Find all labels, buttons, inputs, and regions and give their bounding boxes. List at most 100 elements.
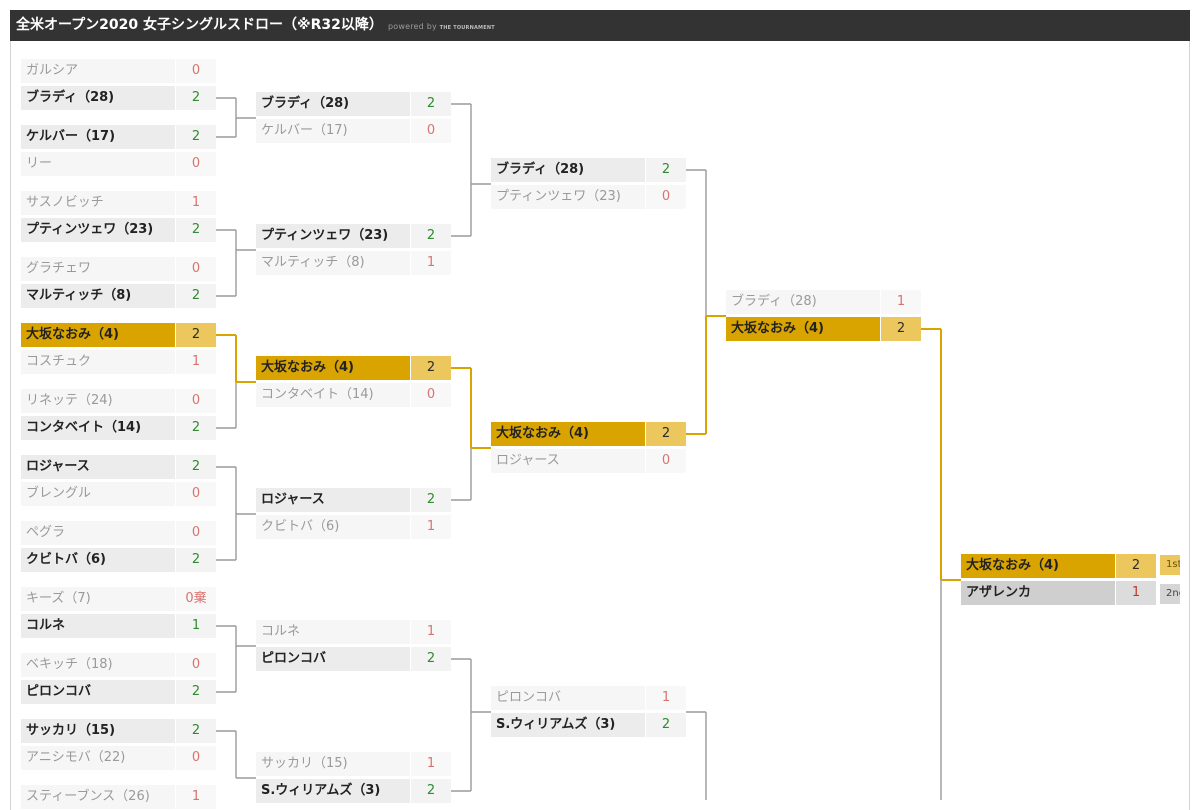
player-score: 2 xyxy=(176,416,216,440)
player-score: 2 xyxy=(176,86,216,110)
second-place-tag-label: 2nd xyxy=(1166,588,1180,599)
player-score: 0 xyxy=(176,746,216,770)
player-name: ピロンコバ xyxy=(256,647,410,671)
bracket-frame xyxy=(10,10,1190,810)
player-score: 2 xyxy=(176,680,216,704)
player-name: 大坂なおみ（4) xyxy=(961,554,1115,578)
player-name: ブラディ（28) xyxy=(491,158,645,182)
player-name: プティンツェワ（23) xyxy=(491,185,645,209)
player-score: 2 xyxy=(646,158,686,182)
player-name: コンタベイト（14) xyxy=(256,383,410,407)
player-name: ロジャース xyxy=(491,449,645,473)
player-score: 0 xyxy=(176,59,216,83)
player-name: リネッテ（24) xyxy=(21,389,175,413)
player-score: 2 xyxy=(881,317,921,341)
player-name: コルネ xyxy=(21,614,175,638)
player-name: スティーブンス（26) xyxy=(21,785,175,809)
player-score: 2 xyxy=(176,218,216,242)
player-score: 2 xyxy=(411,92,451,116)
player-score: 2 xyxy=(176,323,216,347)
player-name: ロジャース xyxy=(256,488,410,512)
page-title: 全米オープン2020 女子シングルスドロー（※R32以降） xyxy=(16,17,383,33)
player-score: 1 xyxy=(176,350,216,374)
player-name: クビトバ（6) xyxy=(21,548,175,572)
player-score: 1 xyxy=(411,620,451,644)
player-name: サッカリ（15) xyxy=(21,719,175,743)
player-name: マルティッチ（8) xyxy=(256,251,410,275)
player-score: 0 xyxy=(176,389,216,413)
player-score: 2 xyxy=(411,779,451,803)
player-name: ピロンコバ xyxy=(21,680,175,704)
player-score: 1 xyxy=(411,251,451,275)
player-name: キーズ（7) xyxy=(21,587,175,611)
player-name: 大坂なおみ（4) xyxy=(256,356,410,380)
player-name: サッカリ（15) xyxy=(256,752,410,776)
player-name: グラチェワ xyxy=(21,257,175,281)
player-score: 2 xyxy=(411,356,451,380)
player-name: ケルバー（17) xyxy=(21,125,175,149)
player-name: コルネ xyxy=(256,620,410,644)
player-score: 2 xyxy=(411,488,451,512)
player-name: ロジャース xyxy=(21,455,175,479)
player-name: ブラディ（28) xyxy=(21,86,175,110)
player-score: 2 xyxy=(176,125,216,149)
title-bar: 全米オープン2020 女子シングルスドロー（※R32以降） powered by… xyxy=(10,10,1190,41)
player-score: 0 xyxy=(646,449,686,473)
first-place-tag-label: 1st xyxy=(1166,559,1180,570)
player-name: プティンツェワ（23) xyxy=(21,218,175,242)
player-score: 0 xyxy=(411,119,451,143)
player-score: 1 xyxy=(176,785,216,809)
player-name: S.ウィリアムズ（3) xyxy=(491,713,645,737)
player-score: 2 xyxy=(176,548,216,572)
player-score: 0 xyxy=(176,653,216,677)
player-score: 2 xyxy=(646,713,686,737)
player-name: ガルシア xyxy=(21,59,175,83)
player-name: サスノビッチ xyxy=(21,191,175,215)
player-score: 0 xyxy=(176,257,216,281)
player-score: 1 xyxy=(411,752,451,776)
player-score: 1 xyxy=(881,290,921,314)
player-name: ペグラ xyxy=(21,521,175,545)
powered-by-brand: THE TOURNAMENT xyxy=(439,25,495,31)
player-score: 1 xyxy=(411,515,451,539)
player-name: クビトバ（6) xyxy=(256,515,410,539)
powered-by-credit: powered by THE TOURNAMENT xyxy=(388,22,495,31)
player-name: コスチュク xyxy=(21,350,175,374)
player-score: 0 xyxy=(176,521,216,545)
player-name: 大坂なおみ（4) xyxy=(491,422,645,446)
player-score: 2 xyxy=(411,647,451,671)
player-name: リー xyxy=(21,152,175,176)
player-score: 2 xyxy=(1116,554,1156,578)
player-name: ピロンコバ xyxy=(491,686,645,710)
player-score: 1 xyxy=(646,686,686,710)
player-score: 0 xyxy=(646,185,686,209)
player-name: S.ウィリアムズ（3) xyxy=(256,779,410,803)
player-score: 1 xyxy=(176,614,216,638)
player-score: 0 xyxy=(411,383,451,407)
player-score: 0棄 xyxy=(176,587,216,611)
player-name: ブレングル xyxy=(21,482,175,506)
second-place-tag: 2nd xyxy=(1160,584,1180,604)
player-score: 2 xyxy=(176,455,216,479)
player-score: 1 xyxy=(1116,581,1156,605)
powered-by-label: powered by xyxy=(388,22,437,31)
player-score: 0 xyxy=(176,482,216,506)
player-score: 2 xyxy=(646,422,686,446)
player-name: 大坂なおみ（4) xyxy=(726,317,880,341)
player-name: コンタベイト（14) xyxy=(21,416,175,440)
player-score: 1 xyxy=(176,191,216,215)
player-name: マルティッチ（8) xyxy=(21,284,175,308)
player-name: ブラディ（28) xyxy=(726,290,880,314)
player-score: 2 xyxy=(176,719,216,743)
player-name: 大坂なおみ（4) xyxy=(21,323,175,347)
player-name: ベキッチ（18) xyxy=(21,653,175,677)
player-name: ブラディ（28) xyxy=(256,92,410,116)
player-score: 2 xyxy=(411,224,451,248)
player-score: 2 xyxy=(176,284,216,308)
player-name: アザレンカ xyxy=(961,581,1115,605)
player-name: ケルバー（17) xyxy=(256,119,410,143)
player-score: 0 xyxy=(176,152,216,176)
player-name: プティンツェワ（23) xyxy=(256,224,410,248)
first-place-tag: 1st xyxy=(1160,555,1180,575)
